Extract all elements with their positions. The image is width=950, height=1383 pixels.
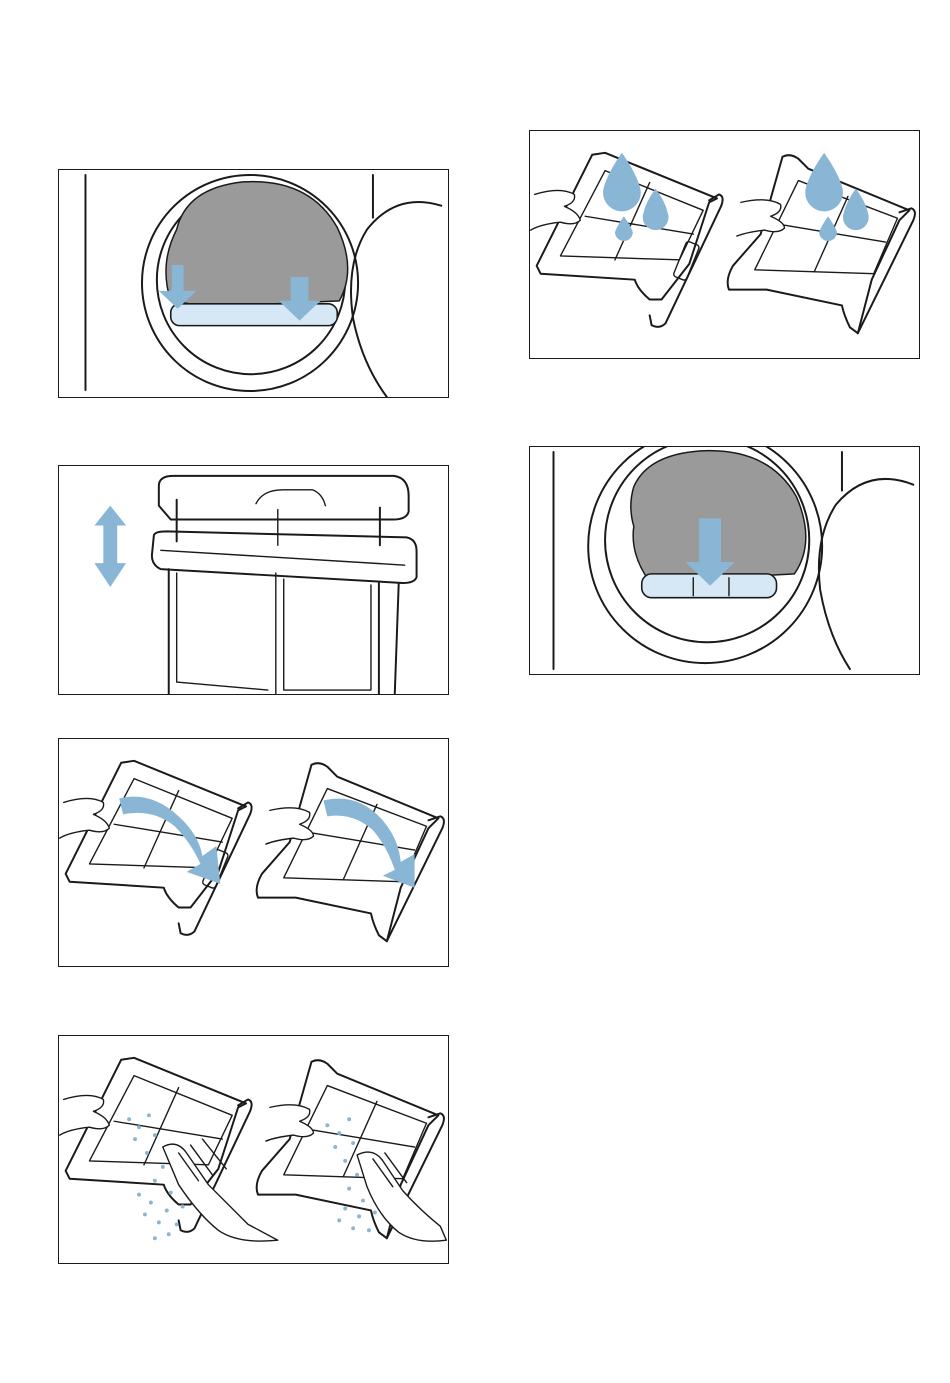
filter-clean-lint-illustration	[58, 1035, 449, 1264]
filter-rinse-water-illustration	[529, 130, 920, 359]
filter-right-view	[257, 763, 444, 941]
filter-pull-out-icon	[59, 466, 448, 694]
filter-left-view	[60, 761, 252, 935]
filter-door-insert-arrows-icon	[59, 170, 448, 397]
filter-left-rinse	[531, 153, 723, 327]
filter-right-clean	[257, 1060, 447, 1241]
filter-rinse-water-icon	[530, 131, 919, 358]
filter-open-icon	[59, 739, 448, 966]
filter-clean-lint-icon	[59, 1036, 448, 1263]
filter-left-clean	[60, 1058, 278, 1241]
filter-right-rinse	[728, 153, 915, 333]
filter-reinsert-illustration	[529, 446, 920, 675]
filter-door-insert-arrows-illustration	[58, 169, 449, 398]
filter-open-illustration	[58, 738, 449, 967]
filter-pull-out-illustration	[58, 465, 449, 695]
filter-reinsert-icon	[530, 447, 919, 674]
